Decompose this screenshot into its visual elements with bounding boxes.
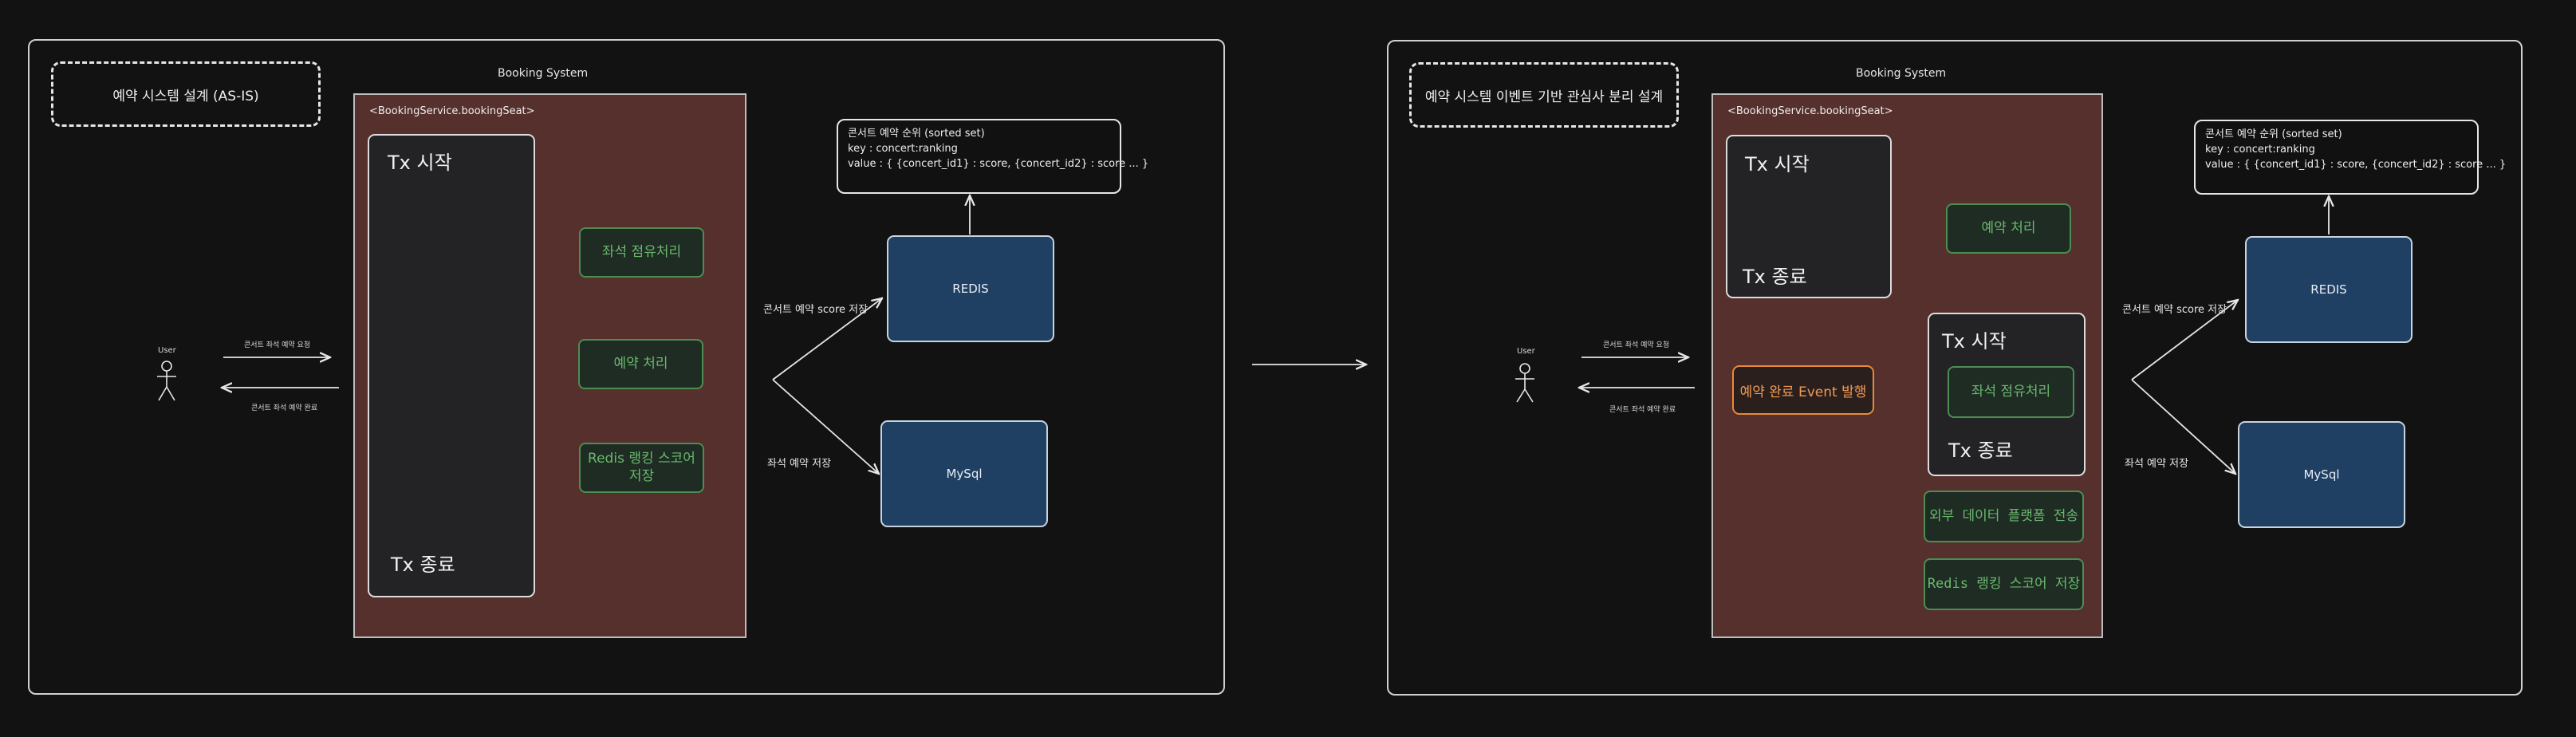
arrow-to-redis-2 xyxy=(2131,300,2238,380)
ranking-note: 콘서트 예약 순위 (sorted set) key : concert:ran… xyxy=(837,119,1149,194)
system-title: Booking System xyxy=(498,67,589,80)
redis-arrow-label-2: 콘서트 예약 score 저장 xyxy=(2122,304,2227,316)
user-figure-right xyxy=(1515,363,1534,403)
system-title-2: Booking System xyxy=(1856,67,1947,80)
note-line: 콘서트 예약 순위 (sorted set) xyxy=(2205,128,2342,140)
service-label: <BookingService.bookingSeat> xyxy=(369,105,535,117)
redis-db-2: REDIS xyxy=(2245,236,2413,343)
user-figure-left xyxy=(157,361,176,401)
event-publish: 예약 완료 Event 발행 xyxy=(1732,365,1874,415)
diagram-frame-as-is xyxy=(28,39,1225,695)
ranking-note-2: 콘서트 예약 순위 (sorted set) key : concert:ran… xyxy=(2194,120,2507,195)
step-seat-occupy-2: 좌석 점유처리 xyxy=(1948,366,2074,418)
mysql-db: MySql xyxy=(880,420,1048,527)
arrow-to-mysql-2 xyxy=(2131,379,2235,474)
mysql-db-2: MySql xyxy=(2238,421,2405,528)
request-label: 콘서트 좌석 예약 요청 xyxy=(244,341,311,349)
tx2-end-label: Tx 종료 xyxy=(1948,439,2013,462)
service-label-2: <BookingService.bookingSeat> xyxy=(1727,105,1893,117)
redis-arrow-label: 콘서트 예약 score 저장 xyxy=(763,304,869,316)
note-line: value : { {concert_id1} : score, {concer… xyxy=(2205,158,2507,171)
diagram-title-event: 예약 시스템 이벤트 기반 관심사 분리 설계 xyxy=(1409,62,1679,128)
tx-end-label: Tx 종료 xyxy=(391,554,455,576)
note-line: 콘서트 예약 순위 (sorted set) xyxy=(848,128,985,140)
step-redis-ranking: Redis 랭킹 스코어 저장 xyxy=(579,443,704,493)
redis-db: REDIS xyxy=(887,235,1054,342)
request-label-2: 콘서트 좌석 예약 요청 xyxy=(1603,341,1670,349)
step-reservation-2: 예약 처리 xyxy=(1946,203,2071,254)
user-label: User xyxy=(158,346,176,355)
tx1-end-label: Tx 종료 xyxy=(1743,266,1807,288)
mysql-arrow-label: 좌석 예약 저장 xyxy=(767,458,832,470)
transaction-box xyxy=(368,134,535,597)
mysql-arrow-label-2: 좌석 예약 저장 xyxy=(2125,458,2189,470)
tx-start-label: Tx 시작 xyxy=(388,152,452,174)
note-line: value : { {concert_id1} : score, {concer… xyxy=(848,157,1149,170)
note-line: key : concert:ranking xyxy=(2205,143,2315,156)
step-seat-occupy: 좌석 점유처리 xyxy=(579,227,704,278)
response-label-2: 콘서트 좌석 예약 완료 xyxy=(1609,406,1676,414)
step-external-platform: 외부 데이터 플랫폼 전송 xyxy=(1924,491,2084,542)
diagram-title-as-is: 예약 시스템 설계 (AS-IS) xyxy=(51,61,321,127)
tx1-start-label: Tx 시작 xyxy=(1745,153,1810,175)
note-line: key : concert:ranking xyxy=(848,142,958,155)
step-reservation: 예약 처리 xyxy=(578,339,703,389)
transaction-box-1 xyxy=(1726,135,1892,298)
step-redis-ranking-2: Redis 랭킹 스코어 저장 xyxy=(1924,558,2084,610)
diagram-frame-event xyxy=(1387,40,2523,696)
tx2-start-label: Tx 시작 xyxy=(1942,330,2007,353)
user-label-2: User xyxy=(1517,347,1535,356)
response-label: 콘서트 좌석 예약 완료 xyxy=(251,404,318,412)
arrow-to-redis xyxy=(772,298,882,380)
arrow-to-mysql xyxy=(772,379,879,474)
